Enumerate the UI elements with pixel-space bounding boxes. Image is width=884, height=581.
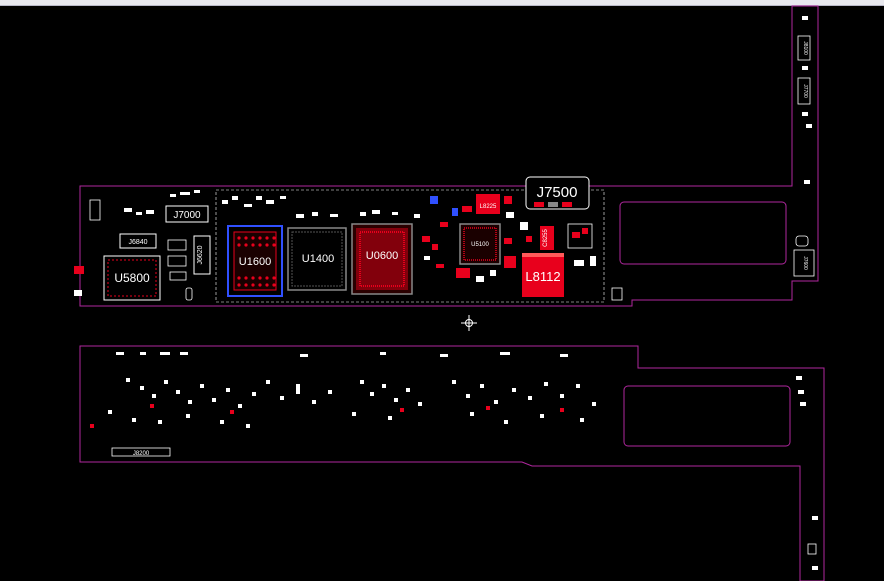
component-j7600[interactable]: J7600	[793, 235, 815, 277]
label-l8112: L8112	[525, 269, 560, 284]
component-j8100[interactable]: J8100	[797, 35, 811, 61]
component-j8200[interactable]: J8200	[111, 447, 171, 457]
label-u5800: U5800	[114, 271, 150, 285]
label-u0600: U0600	[366, 250, 398, 262]
label-u1600: U1600	[239, 256, 271, 268]
component-u0600[interactable]: U0600	[351, 223, 413, 295]
label-j7500: J7500	[537, 184, 578, 201]
component-u5800[interactable]: U5800	[103, 255, 161, 301]
component-l8225[interactable]: L8225	[476, 194, 500, 214]
component-j7000[interactable]: J7000	[165, 205, 209, 223]
component-l8112[interactable]: L8112	[522, 253, 564, 297]
passive-components-lower	[90, 352, 818, 570]
label-j6840: J6840	[128, 239, 147, 246]
board-outline-top	[79, 5, 819, 307]
passive-components-right-edge	[802, 16, 812, 184]
label-u1400: U1400	[302, 253, 334, 265]
component-u5100[interactable]: U5100	[459, 223, 501, 265]
label-j8100: J8100	[802, 41, 808, 55]
label-j6620: J6620	[197, 245, 204, 264]
component-j7500[interactable]: J7500	[525, 176, 590, 210]
passive-components-upper	[74, 190, 623, 301]
label-c8255: C8255	[543, 229, 549, 247]
component-c8255[interactable]: C8255	[540, 226, 554, 250]
label-j7700: J7700	[802, 84, 808, 98]
component-j6840[interactable]: J6840	[119, 233, 157, 249]
component-j7700[interactable]: J7700	[797, 77, 811, 105]
component-u1400[interactable]: U1400	[287, 227, 347, 291]
component-u1600[interactable]: U1600	[227, 225, 283, 297]
label-u5100: U5100	[471, 242, 489, 248]
component-j6620[interactable]: J6620	[193, 235, 211, 275]
label-j7600: J7600	[802, 256, 808, 270]
u1600-ball-grid	[237, 236, 276, 287]
label-l8225: L8225	[480, 204, 497, 210]
label-j8200: J8200	[133, 451, 150, 457]
window-top-strip	[0, 0, 884, 6]
label-j7000: J7000	[173, 210, 201, 221]
crosshair-cursor-icon	[461, 315, 477, 331]
board-cutout-lower-right	[623, 385, 791, 447]
board-cutout-right	[619, 201, 787, 265]
board-outline-bottom	[79, 345, 825, 581]
